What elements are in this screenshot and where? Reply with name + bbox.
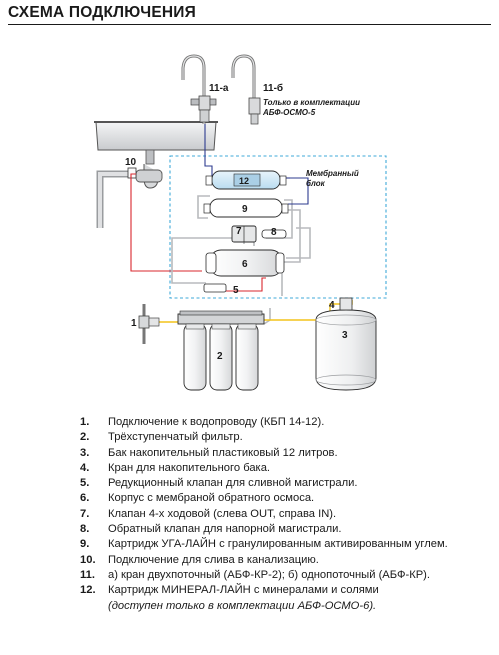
label-4: 4 (329, 300, 335, 311)
membrane-block-label-2: блок (306, 179, 326, 188)
cartridge-9-carbon (203, 198, 289, 218)
label-2: 2 (217, 351, 223, 362)
label-11a: 11-а (209, 83, 229, 94)
raw-water-lines (130, 173, 266, 292)
only-kit-model: АБФ-ОСМО-5 (262, 108, 316, 117)
legend-list: 1.Подключение к водопроводу (КБП 14-12).… (80, 415, 490, 614)
legend-item-note: (доступен только в комплектации АБФ-ОСМО… (108, 599, 377, 612)
four-way-valve-7 (231, 225, 257, 243)
label-5: 5 (233, 285, 239, 296)
legend-item: 12.Картридж МИНЕРАЛ-ЛАЙН с минералами и … (80, 583, 490, 614)
legend-item-text: Картридж МИНЕРАЛ-ЛАЙН с минералами и сол… (108, 584, 379, 597)
cartridge-12-mineral (205, 170, 287, 190)
legend-item: 7.Клапан 4-х ходовой (слева OUT, справа … (80, 507, 337, 520)
legend-item: 11.а) кран двухпоточный (АБФ-КР-2); б) о… (80, 568, 431, 581)
membrane-block-label-1: Мембранный (306, 169, 359, 178)
legend-item: 2.Трёхступенчатый фильтр. (80, 431, 243, 444)
label-12: 12 (239, 176, 249, 186)
membrane-block-frame (169, 155, 387, 299)
check-valve-8 (261, 229, 287, 239)
legend-item: 6.Корпус с мембраной обратного осмоса. (80, 492, 315, 505)
title-divider (8, 24, 491, 25)
three-stage-filter-2 (177, 310, 265, 391)
legend-item: 8.Обратный клапан для напорной магистрал… (80, 523, 342, 536)
membrane-housing-6 (205, 249, 285, 277)
legend-item: 1.Подключение к водопроводу (КБП 14-12). (80, 416, 325, 428)
legend-item: 3.Бак накопительный пластиковый 12 литро… (80, 446, 338, 459)
reduction-valve-5 (203, 283, 227, 293)
legend-item: 10.Подключение для слива в канализацию. (80, 553, 319, 566)
water-supply-valve-1 (138, 304, 160, 344)
label-10: 10 (125, 157, 137, 168)
legend-item: 9.Картридж УГА-ЛАЙН с гранулированным ак… (80, 538, 448, 551)
label-3: 3 (342, 330, 348, 341)
label-8: 8 (271, 227, 277, 238)
label-9: 9 (242, 204, 248, 215)
only-kit-note: Только в комплектации (263, 98, 360, 107)
label-6: 6 (242, 259, 248, 270)
legend-item: 4.Кран для накопительного бака. (80, 461, 271, 474)
legend-item: 5.Редукционный клапан для сливной магист… (80, 477, 358, 490)
connection-diagram: 10 11-а 11-б 12 9 7 8 6 5 4 1 2 3 Только… (94, 54, 387, 391)
storage-tank-3 (315, 297, 377, 391)
page-title: СХЕМА ПОДКЛЮЧЕНИЯ (8, 4, 196, 21)
faucet-single-flow (231, 54, 261, 125)
label-11b: 11-б (263, 82, 283, 94)
label-1: 1 (131, 318, 137, 329)
sink (94, 121, 218, 228)
purified-water-line (204, 124, 309, 205)
faucet-double-flow (181, 54, 217, 124)
label-7: 7 (236, 226, 242, 237)
